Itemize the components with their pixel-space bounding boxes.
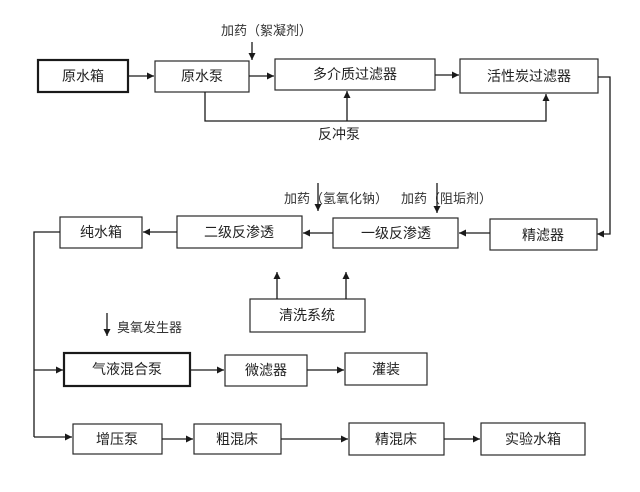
filling-box [344,352,428,386]
fine-mixed-bed-box [348,422,445,456]
coarse-mixed-bed-label: 粗混床 [216,432,258,448]
dosing-naoh-label: 加药（氢氧化钠） [284,192,388,207]
lab-tank-label: 实验水箱 [505,432,561,448]
fine-mixed-bed-label: 精混床 [375,432,417,448]
carbon-filter-box [459,58,599,94]
carbon-filter-label: 活性炭过滤器 [487,69,571,85]
precision-filter-label: 精滤器 [522,228,564,244]
lab-tank-box [480,422,586,456]
ro-stage1-label: 一级反渗透 [361,226,431,242]
cleaning-system-box [249,298,366,333]
raw-tank-label: 原水箱 [62,69,104,85]
multimedia-filter-label: 多介质过滤器 [313,66,397,83]
raw-pump-label: 原水泵 [181,69,223,85]
pure-tank-label: 纯水箱 [80,225,122,241]
precision-filter-box [489,218,598,251]
gas-liquid-pump-label: 气液混合泵 [92,362,162,378]
raw-tank-box [36,58,130,94]
pure-tank-box [59,216,143,249]
micro-filter-box [224,354,308,387]
ro-stage2-label: 二级反渗透 [204,225,274,241]
ozone-generator-label: 臭氧发生器 [117,320,182,336]
backwash-loop-line [204,92,550,122]
dosing-flocculant-label: 加药（絮凝剂） [221,23,312,39]
ro-stage1-box [332,217,459,249]
cleaning-system-label: 清洗系统 [279,308,335,324]
filling-label: 灌装 [372,362,400,378]
micro-filter-label: 微滤器 [245,363,287,379]
arrow-carbon-to-precision [597,76,611,238]
backwash-pump-label: 反冲泵 [318,127,360,143]
multimedia-filter-box [274,58,436,91]
dosing-antiscalant-label: 加药（阻垢剂） [401,192,492,207]
ro-stage2-box [176,215,303,249]
pure-tank-outlet-line [33,231,60,437]
raw-pump-box [154,60,250,93]
booster-pump-label: 增压泵 [96,432,138,448]
